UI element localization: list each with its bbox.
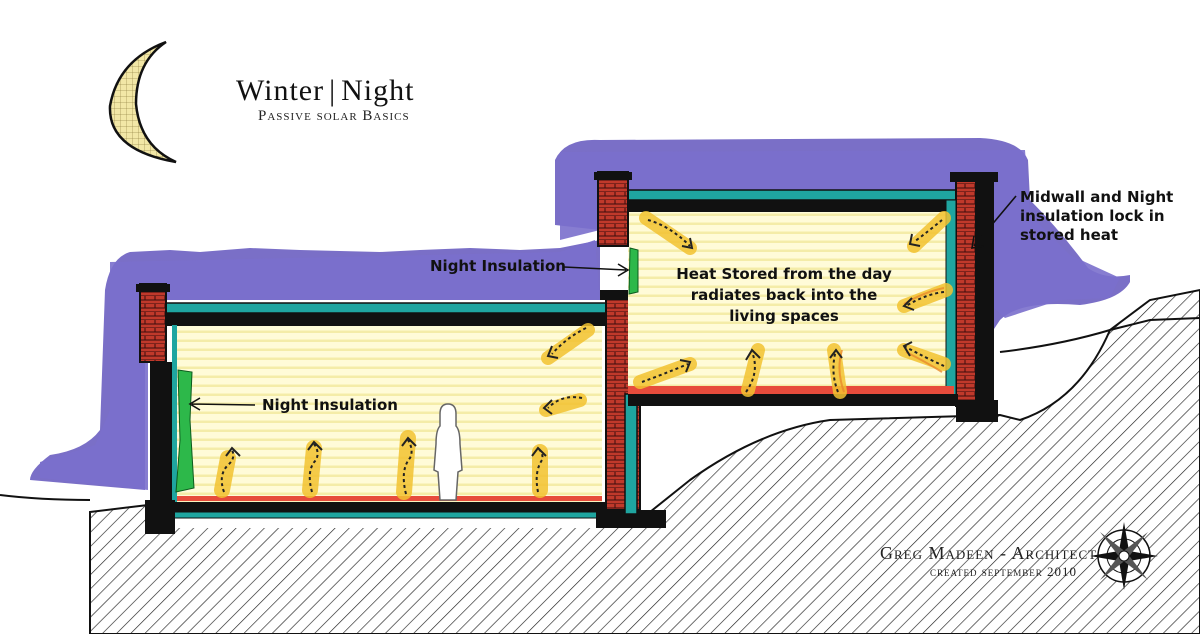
upper-roof-slab <box>600 198 980 212</box>
diagram-title: Winter|Night <box>236 74 414 108</box>
leader-midwall <box>971 195 1017 249</box>
lower-left-wall <box>150 362 172 504</box>
diagram-subtitle: Passive solar Basics <box>258 108 410 124</box>
upper-right-outer-wall <box>976 182 994 408</box>
heat-arrow <box>541 323 595 365</box>
label-heat-line2: radiates back into the <box>690 286 878 304</box>
lower-parapet <box>139 283 167 363</box>
person-silhouette-icon <box>433 403 463 501</box>
heat-arrow <box>741 343 765 397</box>
callout-leaders <box>188 195 1017 411</box>
ground-hatch <box>89 288 1200 634</box>
heat-arrow <box>214 446 241 498</box>
upper-night-insulation-curtain <box>628 247 639 295</box>
label-heat-line3: living spaces <box>729 307 839 325</box>
label-night-insulation-lower: Night Insulation <box>262 396 398 414</box>
credit-date: created september 2010 <box>930 564 1078 579</box>
label-heat-line1: Heat Stored from the day <box>676 265 892 283</box>
midwall-cap <box>600 290 642 300</box>
heat-arrow <box>396 430 417 500</box>
heat-arrows <box>214 211 953 500</box>
heat-arrow <box>531 444 548 498</box>
heat-arrow <box>302 440 323 498</box>
night-sky-fill-lower <box>40 240 600 490</box>
upper-floor-insulation <box>628 386 954 394</box>
leader-night-insulation-upper <box>563 263 630 277</box>
lower-floor-tint <box>172 496 602 501</box>
heat-arrow <box>827 343 847 399</box>
crescent-moon-icon <box>108 40 177 164</box>
night-sky-fill-upper <box>560 150 1120 318</box>
heat-arrow <box>897 341 951 373</box>
heat-arrow <box>897 283 953 313</box>
label-midwall: Midwall and Night insulation lock in sto… <box>1020 188 1173 245</box>
upper-footing-right <box>956 400 998 422</box>
lower-parapet-cap <box>136 284 170 292</box>
label-night-insulation-upper: Night Insulation <box>430 257 566 275</box>
lower-night-insulation-curtain <box>175 369 195 493</box>
heat-arrow <box>907 211 951 253</box>
lower-floor-slab <box>148 502 606 512</box>
label-heat-stored: Heat Stored from the day radiates back i… <box>664 264 904 327</box>
midwall-insulation <box>624 393 638 515</box>
label-midwall-line3: stored heat <box>1020 226 1119 244</box>
upper-right-cap <box>950 172 998 182</box>
leader-night-insulation-lower <box>188 397 256 411</box>
lower-left-wall-insulation <box>172 325 177 503</box>
heat-arrow <box>633 357 697 389</box>
lower-roof-insulation <box>159 302 609 314</box>
lower-roof-slab <box>160 312 605 326</box>
upper-left-cap <box>594 172 632 180</box>
lower-floor-insulation <box>159 511 609 519</box>
upper-roof-insulation <box>599 189 981 201</box>
lower-footing-right <box>596 510 666 528</box>
lower-footing-left <box>145 500 175 534</box>
lower-room-interior <box>172 325 602 503</box>
label-midwall-line2: insulation lock in <box>1020 207 1165 225</box>
title-separator: | <box>329 74 337 107</box>
ground-surface-line <box>0 317 1200 501</box>
upper-right-wall-brick <box>955 177 977 407</box>
label-midwall-line1: Midwall and Night <box>1020 188 1174 206</box>
upper-left-parapet <box>597 171 629 247</box>
upper-floor-slab <box>628 394 958 406</box>
title-word-night: Night <box>341 74 415 107</box>
heat-arrow <box>539 393 587 417</box>
heat-arrow <box>639 211 697 255</box>
title-word-winter: Winter <box>236 74 325 107</box>
compass-rose-icon <box>1090 522 1158 590</box>
credit-name: Greg Madeen - Architect <box>880 543 1098 563</box>
